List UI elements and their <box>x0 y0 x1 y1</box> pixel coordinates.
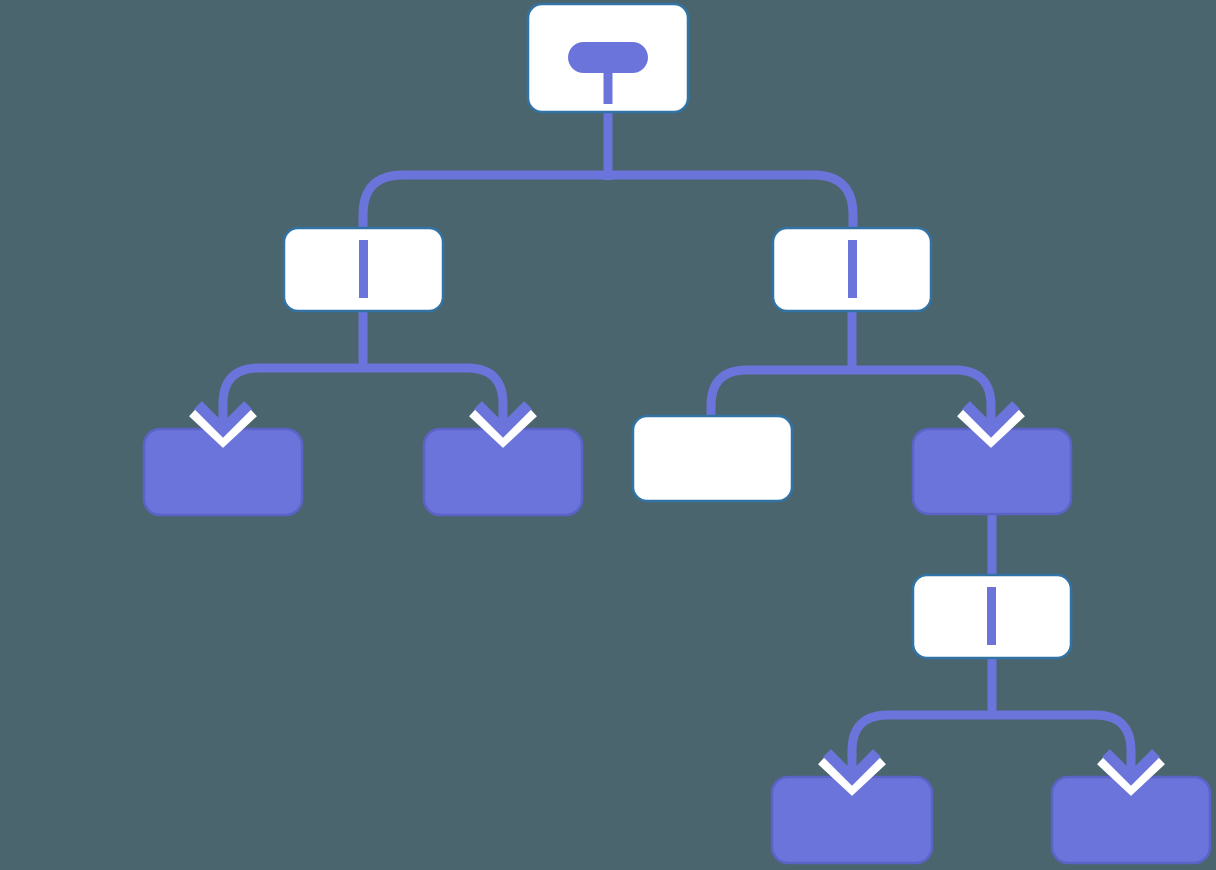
arrow-down-icon <box>194 401 252 438</box>
root-pill-icon <box>568 42 648 73</box>
arrow-down-icon-casing <box>1097 755 1165 796</box>
arrow-down-icon <box>823 749 881 786</box>
arrow-down-icon <box>474 401 532 438</box>
connector-bar-left <box>218 363 508 425</box>
arrow-down-icon-casing <box>957 407 1025 448</box>
arrow-down-icon <box>962 401 1020 438</box>
child-node-plain[interactable] <box>631 414 794 503</box>
connector-bar-right <box>706 365 996 425</box>
branch-lower-pass-line <box>987 587 996 645</box>
arrow-down-icon <box>1102 749 1160 786</box>
branch-left-pass-line <box>359 240 368 298</box>
connector-bar-bottom <box>847 710 1136 773</box>
arrow-down-icon-casing <box>189 407 257 448</box>
arrow-down-icon-casing <box>818 755 886 796</box>
root-pill-icon-stem <box>603 70 613 104</box>
connector-bar-top <box>358 170 858 229</box>
arrow-down-icon-casing <box>469 407 537 448</box>
branch-right-pass-line <box>848 240 857 298</box>
